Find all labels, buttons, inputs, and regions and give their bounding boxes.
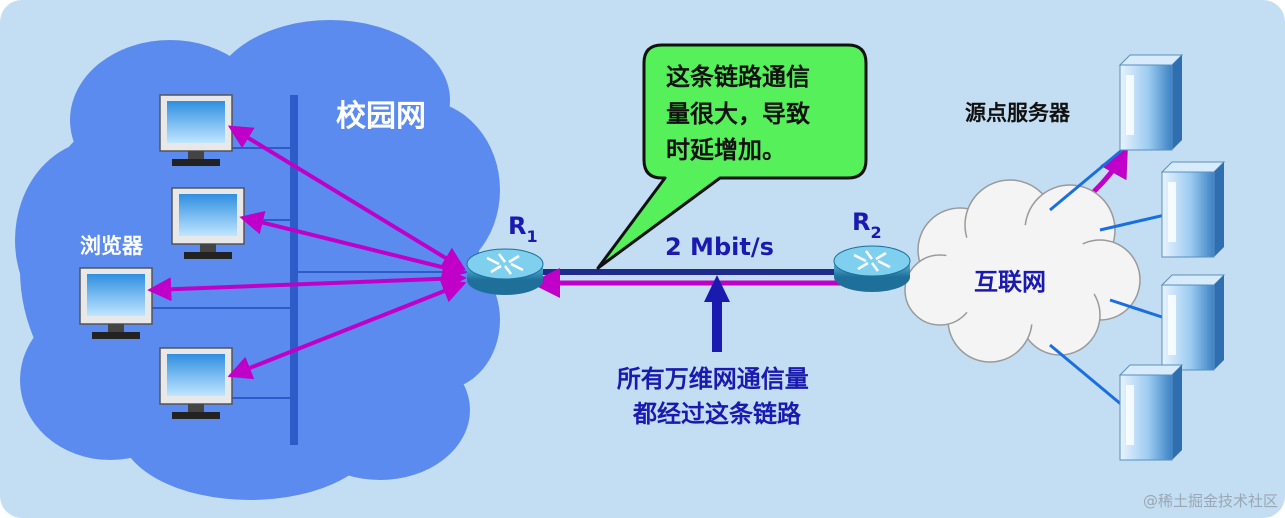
- internet-cloud: [904, 179, 1141, 363]
- router-r1-subscript: 1: [526, 227, 537, 246]
- router-icon: [466, 248, 544, 295]
- computer-icon: [159, 94, 233, 166]
- annotation-line-1: 所有万维网通信量: [617, 365, 809, 393]
- router-r2-subscript: 2: [870, 223, 881, 242]
- campus-label: 校园网: [336, 99, 426, 134]
- annotation-arrow: [704, 275, 730, 352]
- callout-line-1: 这条链路通信: [666, 63, 810, 91]
- router-r1-name: R: [508, 212, 526, 240]
- watermark: @稀土掘金技术社区: [1143, 492, 1278, 510]
- internet-label: 互联网: [974, 268, 1046, 296]
- servers-label: 源点服务器: [965, 101, 1071, 125]
- router-icon: [833, 245, 911, 292]
- server-icon: [1118, 364, 1184, 461]
- server-icon: [1160, 161, 1226, 258]
- server-icon: [1118, 54, 1184, 151]
- computer-icon: [159, 347, 233, 419]
- server-icon: [1160, 274, 1226, 371]
- router-r1-label: R1: [508, 212, 538, 246]
- campus-network-cloud: [15, 20, 500, 500]
- traffic-arrows-lan: [147, 125, 467, 380]
- annotation-text: 所有万维网通信量 都经过这条链路: [617, 365, 817, 428]
- router-r2-name: R: [852, 208, 870, 236]
- callout-bubble: [596, 43, 868, 270]
- callout-line-3: 时延增加。: [666, 136, 786, 164]
- router-r2-label: R2: [852, 208, 882, 242]
- computer-icon: [79, 267, 153, 339]
- server-links: [1049, 148, 1166, 407]
- browsers-label: 浏览器: [80, 234, 144, 258]
- bandwidth-label: 2 Mbit/s: [665, 233, 774, 261]
- annotation-line-2: 都经过这条链路: [632, 400, 802, 428]
- callout-text: 这条链路通信 量很大，导致 时延增加。: [666, 63, 818, 164]
- callout-line-2: 量很大，导致: [666, 100, 811, 128]
